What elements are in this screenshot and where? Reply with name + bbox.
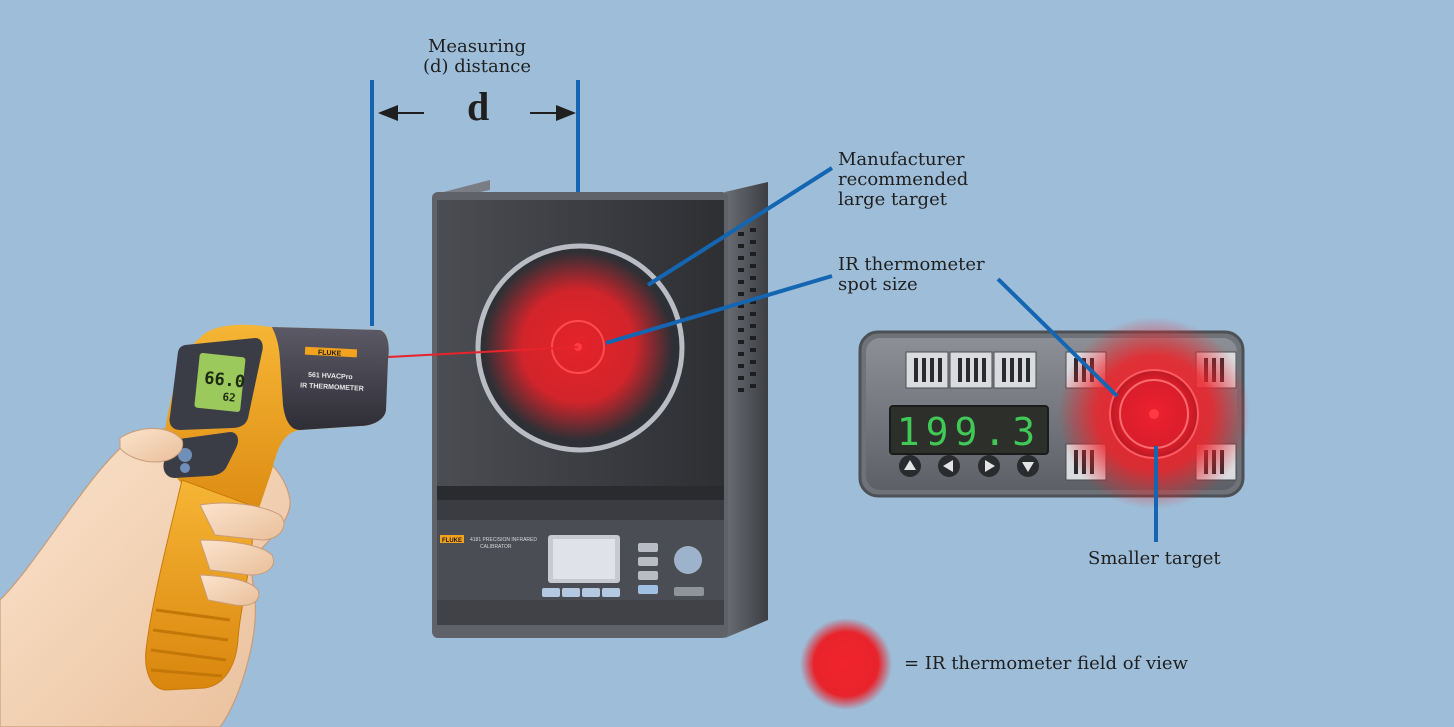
arrow-right-icon xyxy=(530,105,576,121)
controller-display-value: 199.3 xyxy=(897,410,1041,454)
legend-label: = IR thermometer field of view xyxy=(904,653,1188,674)
controller-display xyxy=(889,405,1049,455)
thermometer-reading-main: 66.0 xyxy=(203,368,246,392)
thermometer-reading-secondary: 62 xyxy=(222,390,237,404)
triangle-left-icon xyxy=(943,460,953,472)
manufacturer-label-line2: recommended xyxy=(838,169,969,190)
ir-calibrator: FLUKE 4181 PRECISION INFRARED CALIBRATOR xyxy=(432,180,768,638)
temperature-controller: 199.3 xyxy=(858,317,1250,509)
measuring-distance-label-line1: Measuring xyxy=(427,36,527,57)
triangle-up-icon xyxy=(904,460,916,470)
ir-thermometer: 66.0 62 FLUKE 561 HVACPro IR THERMOMETER xyxy=(0,324,579,727)
arrow-left-icon xyxy=(378,105,424,121)
leader-spot-size-small xyxy=(996,277,1119,398)
spot-size-label-line1: IR thermometer xyxy=(838,254,985,275)
smaller-target-label: Smaller target xyxy=(1088,548,1221,569)
thermometer-model-line1: 561 HVACPro xyxy=(308,372,353,381)
spot-size-ring xyxy=(551,320,605,374)
distance-symbol: d xyxy=(467,84,490,129)
calibrator-title-line1: 4181 PRECISION INFRARED xyxy=(470,537,537,543)
measuring-distance-label-line2: (d) distance xyxy=(422,56,532,77)
thermometer-brand: FLUKE xyxy=(318,349,342,357)
thermometer-display xyxy=(194,353,246,412)
leader-spot-size xyxy=(605,274,833,345)
thermometer-model-line2: IR THERMOMETER xyxy=(300,382,364,392)
triangle-right-icon xyxy=(985,460,995,472)
manufacturer-label-line3: large target xyxy=(838,189,947,210)
spot-size-label-line2: spot size xyxy=(838,274,918,295)
calibrator-brand: FLUKE xyxy=(442,538,462,544)
manufacturer-label-line1: Manufacturer xyxy=(838,149,965,170)
leader-manufacturer-target xyxy=(646,166,834,287)
ir-laser-beam xyxy=(387,346,579,358)
legend-field-of-view-swatch xyxy=(800,618,892,710)
triangle-down-icon xyxy=(1022,462,1034,472)
calibrator-title-line2: CALIBRATOR xyxy=(480,544,512,550)
